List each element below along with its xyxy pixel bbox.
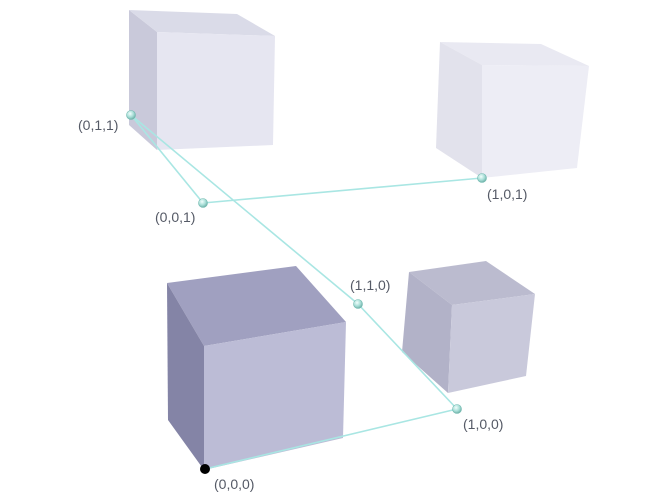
label-p100: (1,0,0): [463, 416, 503, 432]
edge-p001-p101: [202, 177, 483, 204]
cube-front-left-top-face: [167, 266, 346, 346]
cube-back-left-front-face: [157, 32, 275, 150]
node-p011: [126, 110, 136, 120]
node-p101: [477, 173, 487, 183]
point-labels: (0,0,0) (1,0,0) (1,1,0) (0,0,1) (0,1,1) …: [78, 117, 527, 492]
label-p001: (0,0,1): [155, 209, 195, 225]
label-p110: (1,1,0): [350, 277, 390, 293]
cube-back-left: [129, 10, 275, 150]
cube-front-right: [402, 261, 535, 393]
edge-p100-p110: [357, 303, 458, 410]
cube-front-right-side-face: [402, 272, 452, 393]
cube-back-left-side-face: [129, 10, 157, 150]
cube-front-right-front-face: [448, 294, 535, 393]
cube-back-right-side-face: [436, 42, 482, 178]
label-p000: (0,0,0): [214, 476, 254, 492]
cube-front-left-side-face: [167, 283, 204, 470]
label-p101: (1,0,1): [487, 186, 527, 202]
cube-front-left-front-face: [204, 322, 346, 470]
node-p001: [198, 198, 208, 208]
node-p000: [200, 464, 210, 474]
cube-back-left-top-face: [129, 10, 275, 36]
node-p100: [452, 404, 462, 414]
edge-p000-p100: [204, 408, 458, 470]
path-edges: [130, 114, 483, 470]
node-p110: [353, 299, 363, 309]
cube-front-right-top-face: [409, 261, 535, 305]
path-nodes: [126, 110, 487, 474]
label-p011: (0,1,1): [78, 117, 118, 133]
cube-front-left: [167, 266, 346, 470]
cube-back-right-top-face: [440, 42, 589, 66]
edge-p110-p011: [130, 114, 359, 305]
edge-p011-p001: [130, 114, 204, 204]
cube-back-right-front-face: [482, 65, 589, 178]
cube-back-right: [436, 42, 589, 178]
